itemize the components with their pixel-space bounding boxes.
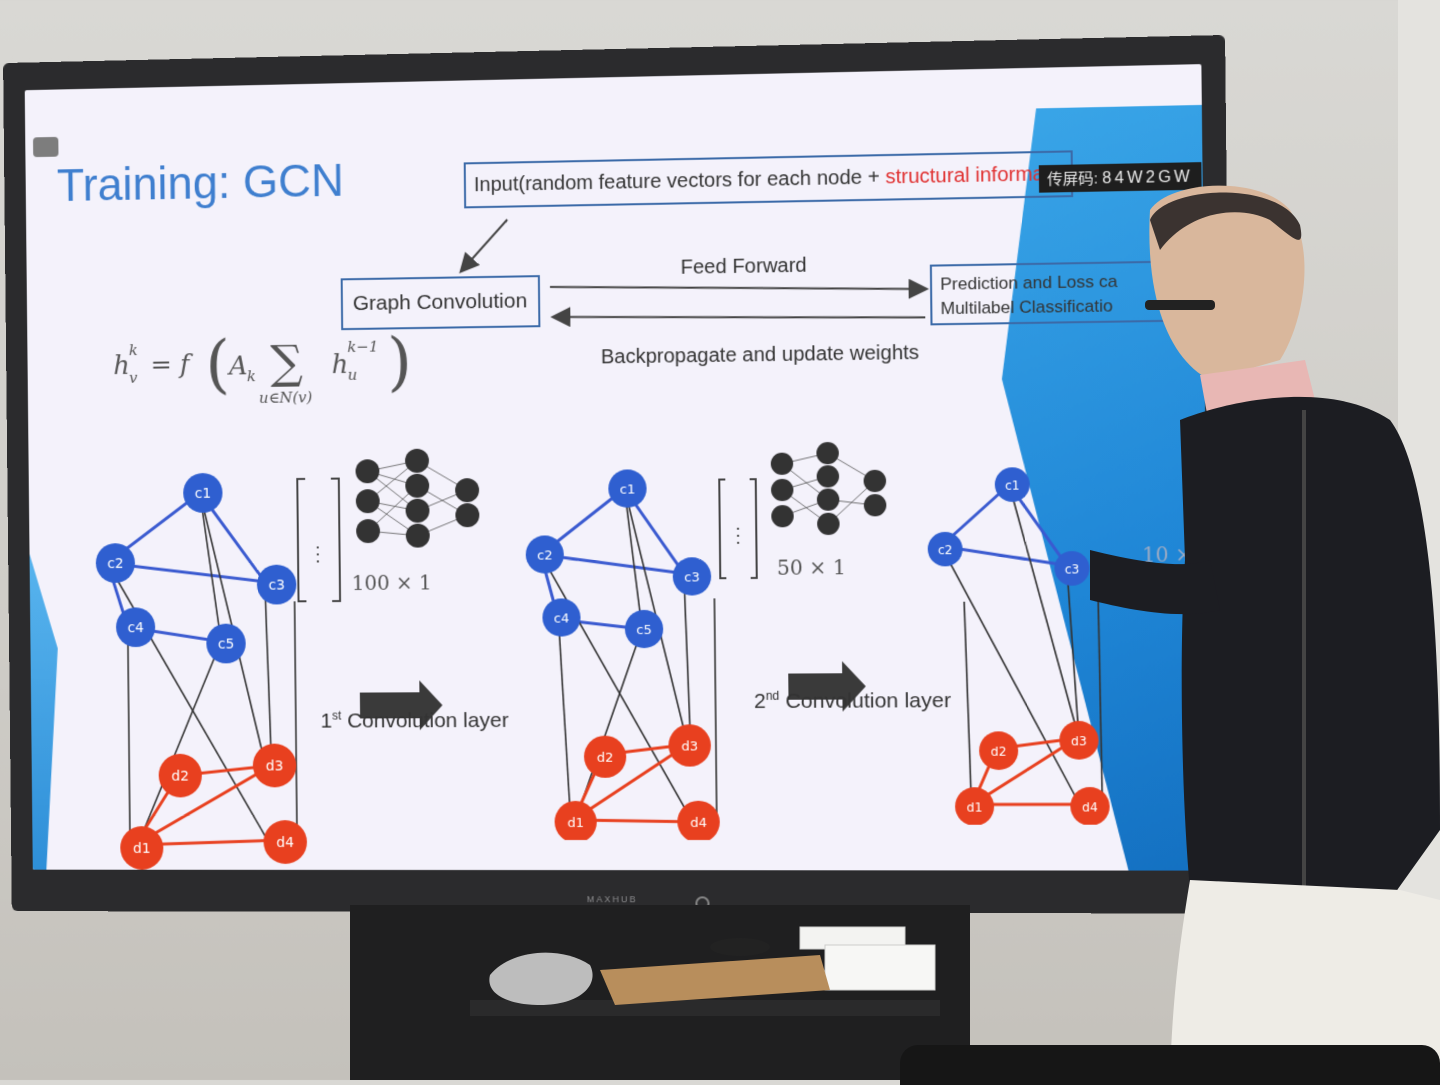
gcn-formula: h k v = f ( A k ∑ u∈N(v) h k−1 u ) <box>113 331 419 415</box>
node-d4-label: d4 <box>276 835 294 851</box>
matrix-2-dots: ⋮ <box>728 523 749 547</box>
layer1-ordinal-sup: st <box>332 709 341 723</box>
layer1-text: Convolution layer <box>347 709 509 733</box>
table-edge <box>900 1045 1440 1085</box>
formula-eq-f: = f <box>150 350 189 380</box>
node-c1-label: c1 <box>195 486 211 502</box>
tv-display: Training: GCN Input(random feature vecto… <box>3 35 1234 914</box>
node-c2-label: c2 <box>107 556 123 572</box>
formula-lparen: ( <box>205 328 230 402</box>
formula-h: h <box>113 351 130 381</box>
formula-sup-k: k <box>129 341 138 359</box>
l2-node-c2-label: c2 <box>938 543 953 557</box>
layer2-ordinal: 2 <box>754 690 766 713</box>
l1-node-d4-label: d4 <box>690 816 707 831</box>
input-to-gc-arrow <box>461 220 507 271</box>
l1-node-c5-label: c5 <box>636 623 652 638</box>
l1-node-d2-label: d2 <box>597 751 614 766</box>
l1-node-c2-label: c2 <box>537 548 553 563</box>
dims-100x1: 100 × 1 <box>352 570 432 595</box>
graph-layer1: c1 c2 c3 c4 c5 d2 d3 d1 d4 <box>512 457 748 840</box>
l2-node-d2-label: d2 <box>991 744 1007 758</box>
l2-node-c1-label: c1 <box>1005 478 1020 492</box>
l1-node-d3-label: d3 <box>681 739 698 754</box>
formula-sum-sub: u∈N(v) <box>259 388 313 407</box>
dims-50x1: 50 × 1 <box>777 555 846 580</box>
node-c5-label: c5 <box>218 636 234 652</box>
presenter-person <box>1090 180 1440 1080</box>
node-d1-label: d1 <box>133 841 151 857</box>
node-c4-label: c4 <box>127 620 144 636</box>
feed-forward-arrow <box>550 281 925 295</box>
l1-node-c3-label: c3 <box>684 570 700 585</box>
l2-node-c3-label: c3 <box>1065 562 1080 576</box>
tv-brand-label: MAXHUB <box>12 893 1235 905</box>
formula-h2: h <box>332 350 349 380</box>
backprop-arrow <box>554 311 925 323</box>
formula-h2-sup: k−1 <box>347 338 378 356</box>
matrix-1-dots: ⋮ <box>308 541 328 565</box>
layer2-text: Convolution layer <box>785 689 951 713</box>
l1-node-d1-label: d1 <box>567 816 584 831</box>
second-convolution-layer-label: 2nd Convolution layer <box>754 688 951 714</box>
formula-h2-sub: u <box>348 366 358 384</box>
layer2-ordinal-sup: nd <box>766 689 780 703</box>
slide-screen: Training: GCN Input(random feature vecto… <box>25 64 1210 871</box>
neural-net-icon-2 <box>769 440 892 542</box>
l1-node-c4-label: c4 <box>554 611 570 626</box>
l2-node-d3-label: d3 <box>1071 734 1087 748</box>
node-d2-label: d2 <box>171 769 189 785</box>
node-d3-label: d3 <box>266 758 284 774</box>
formula-rparen: ) <box>387 325 413 399</box>
formula-A-sub: k <box>247 367 256 385</box>
first-convolution-layer-label: 1st Convolution layer <box>320 708 508 734</box>
neural-net-icon-1 <box>352 445 482 556</box>
formula-sub-v: v <box>129 369 137 387</box>
l1-node-c1-label: c1 <box>620 482 636 497</box>
shelf-items <box>480 925 950 1015</box>
node-c3-label: c3 <box>268 577 285 593</box>
layer1-ordinal: 1 <box>320 710 332 733</box>
l2-node-d1-label: d1 <box>967 800 983 814</box>
formula-sigma: ∑ <box>270 335 303 389</box>
formula-A: A <box>229 351 248 381</box>
